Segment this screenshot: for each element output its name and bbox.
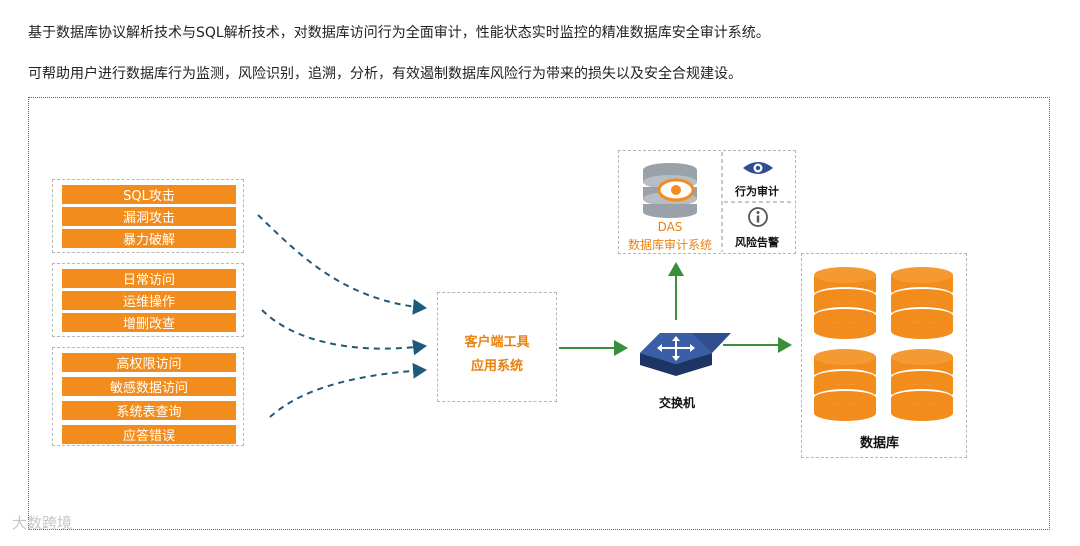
threat-item: SQL攻击 (62, 185, 236, 204)
threat-item: 运维操作 (62, 291, 236, 310)
threat-group-attacks: SQL攻击 漏洞攻击 暴力破解 (52, 179, 244, 253)
threat-group-risks: 高权限访问 敏感数据访问 系统表查询 应答错误 (52, 347, 244, 446)
database-eye-icon (643, 163, 697, 218)
threat-item: 系统表查询 (62, 401, 236, 420)
behavior-audit-label: 行为审计 (735, 185, 779, 198)
arrow-operations-to-client (261, 309, 427, 356)
database-cylinder-icon (814, 267, 953, 421)
database-label: 数据库 (860, 436, 900, 451)
watermark: 大数跨境 (12, 514, 73, 532)
info-icon (748, 207, 768, 227)
eye-icon (743, 162, 773, 174)
threat-item: 日常访问 (62, 269, 236, 288)
threat-item: 增删改查 (62, 313, 236, 332)
database-box (801, 253, 967, 458)
network-switch-icon (640, 333, 731, 376)
threat-item: 高权限访问 (62, 353, 236, 372)
arrow-attacks-to-client (257, 214, 427, 315)
intro-line-1: 基于数据库协议解析技术与SQL解析技术，对数据库访问行为全面审计，性能状态实时监… (28, 25, 770, 41)
threat-item: 应答错误 (62, 425, 236, 444)
threat-item: 漏洞攻击 (62, 207, 236, 226)
client-tools-box: 客户端工具 应用系统 (437, 292, 557, 402)
diagram-frame (28, 97, 1050, 530)
client-tools-label: 客户端工具 (464, 335, 530, 350)
database-cylinder-icon (891, 349, 953, 421)
database-cylinder-icon (814, 349, 876, 421)
risk-alert-label: 风险告警 (735, 236, 779, 249)
arrow-risks-to-client (269, 362, 427, 418)
das-name: DAS (657, 220, 683, 234)
threat-item: 暴力破解 (62, 229, 236, 248)
application-system-label: 应用系统 (470, 359, 523, 374)
intro-line-2: 可帮助用户进行数据库行为监测，风险识别，追溯，分析，有效遏制数据库风险行为带来的… (28, 66, 742, 82)
threat-item: 敏感数据访问 (62, 377, 236, 396)
das-title: 数据库审计系统 (627, 238, 712, 252)
switch-label: 交换机 (659, 396, 696, 410)
das-box (618, 150, 796, 254)
database-cylinder-icon (891, 267, 953, 339)
threat-group-operations: 日常访问 运维操作 增删改查 (52, 263, 244, 337)
database-cylinder-icon (814, 267, 876, 339)
